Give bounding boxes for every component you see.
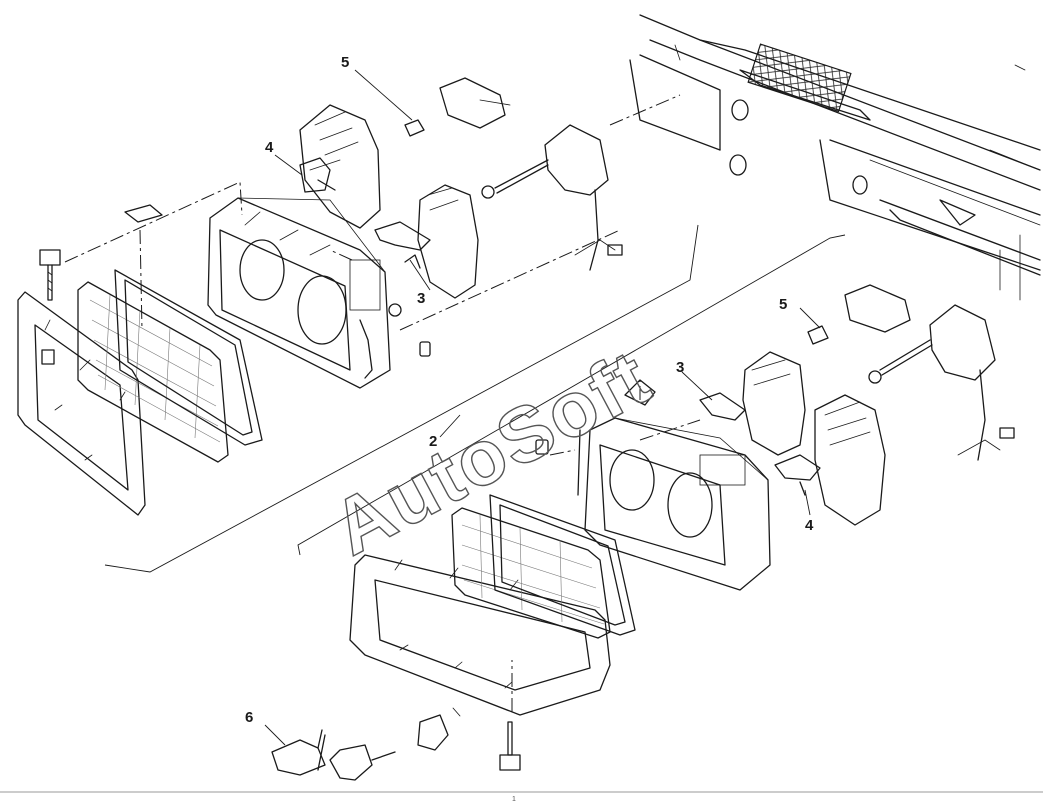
callout-3-lower: 3 <box>676 359 684 376</box>
callout-leaders <box>264 69 821 746</box>
left-bulbs <box>299 157 431 357</box>
left-headlamp-unit <box>207 197 402 389</box>
right-gasket <box>489 494 636 636</box>
footer-rule: 1 <box>0 791 1043 801</box>
left-lens <box>77 281 229 463</box>
alignment-lines <box>64 94 701 712</box>
right-headlamp-unit <box>535 379 771 591</box>
right-leveling-motor <box>807 284 1015 461</box>
callout-5-lower: 5 <box>779 296 787 313</box>
left-gasket <box>114 269 263 446</box>
vehicle-front-panel <box>629 14 1041 301</box>
right-bulb-covers <box>742 351 886 526</box>
callout-5-upper: 5 <box>341 54 349 71</box>
watermark-text: AutoSoft <box>318 332 664 572</box>
left-headlamp-bezel <box>17 291 146 516</box>
group-bracket-lines <box>104 224 846 573</box>
right-headlamp-bezel <box>349 554 611 716</box>
callout-4-upper: 4 <box>265 139 274 156</box>
bottom-small-parts <box>271 707 521 781</box>
right-bulbs <box>699 392 821 496</box>
left-bolt-clip <box>39 204 163 301</box>
left-leveling-motor <box>404 77 623 271</box>
callout-2: 2 <box>429 433 437 450</box>
callout-4-lower: 4 <box>805 517 814 534</box>
left-bulb-covers <box>299 104 479 299</box>
footer-mark: 1 <box>512 796 516 801</box>
callout-3-upper: 3 <box>417 290 425 307</box>
grille-mesh <box>747 43 852 113</box>
callout-6: 6 <box>245 709 253 726</box>
